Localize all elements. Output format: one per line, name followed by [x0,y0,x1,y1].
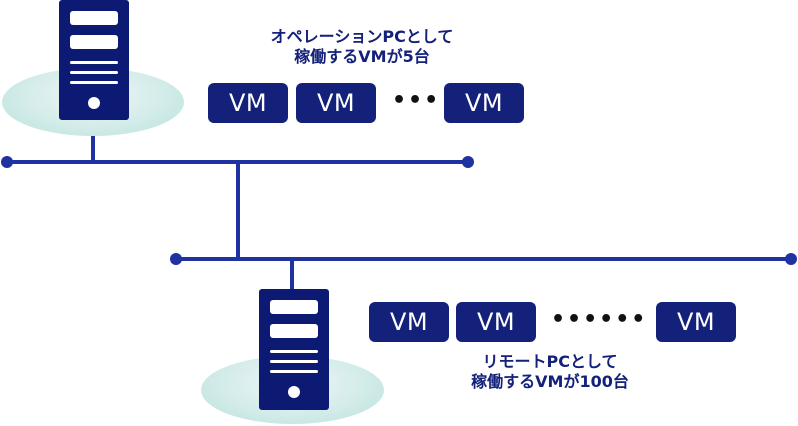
remote-caption: リモートPCとして 稼働するVMが100台 [420,352,680,392]
drive-bay [70,11,118,25]
vent-slot [270,360,318,363]
drive-bay [270,300,318,314]
remote-server-icon [259,289,329,410]
operation-caption: オペレーションPCとして 稼働するVMが5台 [232,27,492,67]
lower-network-bus [176,257,792,261]
power-led-icon [88,97,100,109]
vent-slot [70,61,118,64]
bus-interconnect-line [236,162,240,259]
upper-bus-endpoint-left [1,156,13,168]
vent-slot [70,71,118,74]
operation-vm-ellipsis: ••• [392,88,441,113]
vent-slot [270,350,318,353]
operation-caption-line2: 稼働するVMが5台 [294,47,430,66]
remote-caption-line1: リモートPCとして [482,352,618,371]
remote-vm-box: VM [656,302,736,342]
drive-bay [70,35,118,49]
operation-server-drop-line [91,136,95,162]
operation-server-icon [59,0,129,120]
operation-vm-box: VM [296,83,376,123]
remote-vm-box: VM [456,302,536,342]
vent-slot [270,370,318,373]
operation-vm-box: VM [208,83,288,123]
remote-vm-ellipsis: •••••• [551,307,648,332]
lower-bus-endpoint-left [170,253,182,265]
lower-bus-endpoint-right [785,253,797,265]
power-led-icon [288,386,300,398]
vent-slot [70,81,118,84]
remote-server-drop-line [290,259,294,291]
drive-bay [270,324,318,338]
operation-caption-line1: オペレーションPCとして [270,27,454,46]
operation-vm-box: VM [444,83,524,123]
upper-bus-endpoint-right [462,156,474,168]
remote-caption-line2: 稼働するVMが100台 [471,372,629,391]
remote-vm-box: VM [369,302,449,342]
